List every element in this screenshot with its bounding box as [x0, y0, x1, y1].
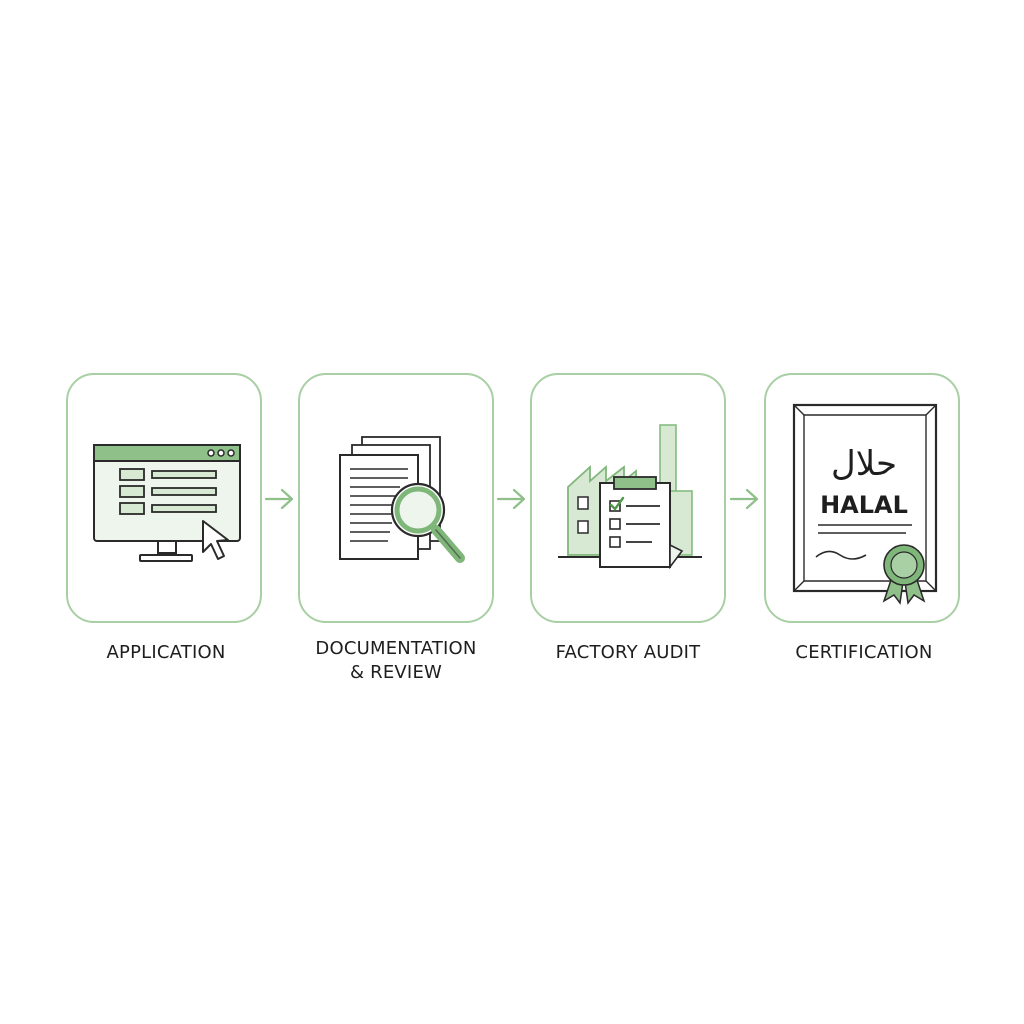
- step-label-documentation: DOCUMENTATION & REVIEW: [315, 638, 477, 683]
- halal-certificate-icon: حلال HALAL: [792, 403, 938, 605]
- computer-form-icon: [93, 444, 241, 562]
- arrow-right-icon: [729, 488, 759, 510]
- step-card-application: [66, 373, 262, 623]
- step-card-documentation: [298, 373, 494, 623]
- step-label-application: APPLICATION: [106, 642, 226, 663]
- arrow-right-icon: [264, 488, 294, 510]
- step-card-factory-audit: [530, 373, 726, 623]
- certificate-halal-text: HALAL: [820, 491, 908, 519]
- documents-magnifier-icon: [339, 436, 465, 563]
- arrow-right-icon: [496, 488, 526, 510]
- certificate-arabic-text: حلال: [831, 444, 897, 484]
- step-label-certification: CERTIFICATION: [795, 642, 933, 663]
- step-card-certification: حلال HALAL: [764, 373, 960, 623]
- step-label-factory-audit: FACTORY AUDIT: [555, 642, 701, 663]
- factory-checklist-icon: [558, 424, 702, 570]
